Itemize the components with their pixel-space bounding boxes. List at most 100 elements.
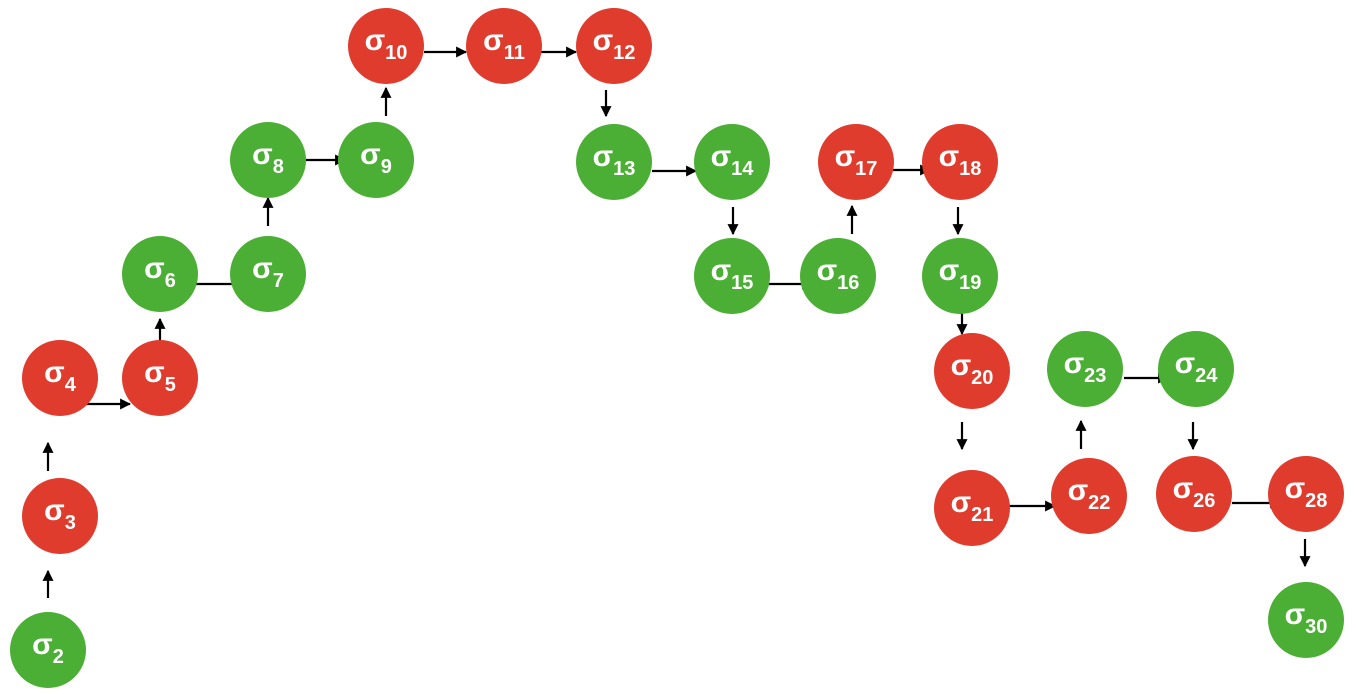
node-sigma-30: σ30 bbox=[1268, 582, 1344, 658]
node-label-26: σ26 bbox=[1173, 472, 1216, 512]
node-circle-17 bbox=[818, 124, 894, 200]
node-subscript: 7 bbox=[273, 270, 284, 292]
node-circle-8 bbox=[230, 122, 306, 198]
node-sigma-16: σ16 bbox=[800, 238, 876, 314]
node-sigma-13: σ13 bbox=[576, 124, 652, 200]
node-label-2: σ2 bbox=[32, 628, 64, 668]
node-label-19: σ19 bbox=[939, 254, 982, 294]
node-symbol: σ bbox=[951, 486, 972, 519]
node-circle-9 bbox=[338, 122, 414, 198]
node-circle-30 bbox=[1268, 582, 1344, 658]
node-symbol: σ bbox=[939, 254, 960, 287]
node-label-24: σ24 bbox=[1175, 347, 1219, 387]
node-subscript: 5 bbox=[165, 374, 176, 396]
node-label-15: σ15 bbox=[711, 254, 754, 294]
node-subscript: 9 bbox=[381, 156, 392, 178]
node-sigma-11: σ11 bbox=[466, 8, 542, 84]
node-label-11: σ11 bbox=[483, 24, 525, 64]
node-sigma-12: σ12 bbox=[576, 8, 652, 84]
node-circle-4 bbox=[22, 340, 98, 416]
node-sigma-17: σ17 bbox=[818, 124, 894, 200]
node-label-23: σ23 bbox=[1064, 347, 1107, 387]
node-circle-6 bbox=[122, 236, 198, 312]
node-subscript: 24 bbox=[1195, 365, 1218, 387]
node-circle-13 bbox=[576, 124, 652, 200]
node-label-7: σ7 bbox=[252, 252, 284, 292]
node-sigma-14: σ14 bbox=[694, 124, 770, 200]
node-label-4: σ4 bbox=[44, 356, 77, 396]
node-label-9: σ9 bbox=[360, 138, 392, 178]
node-circle-10 bbox=[348, 8, 424, 84]
node-circle-2 bbox=[10, 612, 86, 688]
node-subscript: 16 bbox=[837, 272, 859, 294]
node-sigma-23: σ23 bbox=[1047, 331, 1123, 407]
node-symbol: σ bbox=[144, 356, 165, 389]
node-symbol: σ bbox=[252, 252, 273, 285]
node-sigma-26: σ26 bbox=[1156, 456, 1232, 532]
node-subscript: 21 bbox=[971, 504, 993, 526]
node-subscript: 23 bbox=[1084, 365, 1106, 387]
node-symbol: σ bbox=[1175, 347, 1196, 380]
node-subscript: 12 bbox=[613, 42, 635, 64]
node-symbol: σ bbox=[360, 138, 381, 171]
node-sigma-8: σ8 bbox=[230, 122, 306, 198]
node-label-12: σ12 bbox=[593, 24, 636, 64]
node-circle-28 bbox=[1268, 456, 1344, 532]
node-symbol: σ bbox=[593, 24, 614, 57]
node-label-17: σ17 bbox=[835, 140, 878, 180]
node-sigma-10: σ10 bbox=[348, 8, 424, 84]
node-sigma-28: σ28 bbox=[1268, 456, 1344, 532]
node-symbol: σ bbox=[1285, 472, 1306, 505]
node-sigma-3: σ3 bbox=[22, 478, 98, 554]
node-subscript: 26 bbox=[1193, 490, 1215, 512]
node-circle-3 bbox=[22, 478, 98, 554]
node-circle-23 bbox=[1047, 331, 1123, 407]
node-circle-21 bbox=[934, 470, 1010, 546]
node-sigma-7: σ7 bbox=[230, 236, 306, 312]
node-symbol: σ bbox=[44, 356, 65, 389]
node-sigma-22: σ22 bbox=[1051, 458, 1127, 534]
node-subscript: 30 bbox=[1305, 616, 1327, 638]
node-symbol: σ bbox=[1285, 598, 1306, 631]
node-circle-20 bbox=[934, 333, 1010, 409]
node-circle-18 bbox=[922, 124, 998, 200]
node-label-14: σ14 bbox=[711, 140, 755, 180]
node-subscript: 14 bbox=[731, 158, 754, 180]
node-symbol: σ bbox=[593, 140, 614, 173]
node-sigma-9: σ9 bbox=[338, 122, 414, 198]
node-label-6: σ6 bbox=[144, 252, 176, 292]
node-subscript: 10 bbox=[385, 42, 407, 64]
node-symbol: σ bbox=[835, 140, 856, 173]
node-circle-11 bbox=[466, 8, 542, 84]
node-subscript: 22 bbox=[1088, 492, 1110, 514]
node-sigma-18: σ18 bbox=[922, 124, 998, 200]
node-label-21: σ21 bbox=[951, 486, 994, 526]
node-subscript: 4 bbox=[65, 374, 77, 396]
node-label-16: σ16 bbox=[817, 254, 860, 294]
node-subscript: 20 bbox=[971, 367, 993, 389]
node-symbol: σ bbox=[483, 24, 504, 57]
node-label-30: σ30 bbox=[1285, 598, 1328, 638]
node-circle-19 bbox=[922, 238, 998, 314]
node-label-5: σ5 bbox=[144, 356, 176, 396]
node-circle-24 bbox=[1158, 331, 1234, 407]
node-symbol: σ bbox=[951, 349, 972, 382]
node-symbol: σ bbox=[711, 254, 732, 287]
node-sigma-19: σ19 bbox=[922, 238, 998, 314]
node-symbol: σ bbox=[252, 138, 273, 171]
node-symbol: σ bbox=[365, 24, 386, 57]
node-circle-5 bbox=[122, 340, 198, 416]
node-symbol: σ bbox=[1064, 347, 1085, 380]
node-sigma-15: σ15 bbox=[694, 238, 770, 314]
node-symbol: σ bbox=[44, 494, 65, 527]
node-symbol: σ bbox=[32, 628, 53, 661]
node-label-13: σ13 bbox=[593, 140, 636, 180]
node-sigma-20: σ20 bbox=[934, 333, 1010, 409]
node-circle-26 bbox=[1156, 456, 1232, 532]
node-label-10: σ10 bbox=[365, 24, 408, 64]
node-sigma-21: σ21 bbox=[934, 470, 1010, 546]
node-circle-14 bbox=[694, 124, 770, 200]
node-subscript: 15 bbox=[731, 272, 753, 294]
